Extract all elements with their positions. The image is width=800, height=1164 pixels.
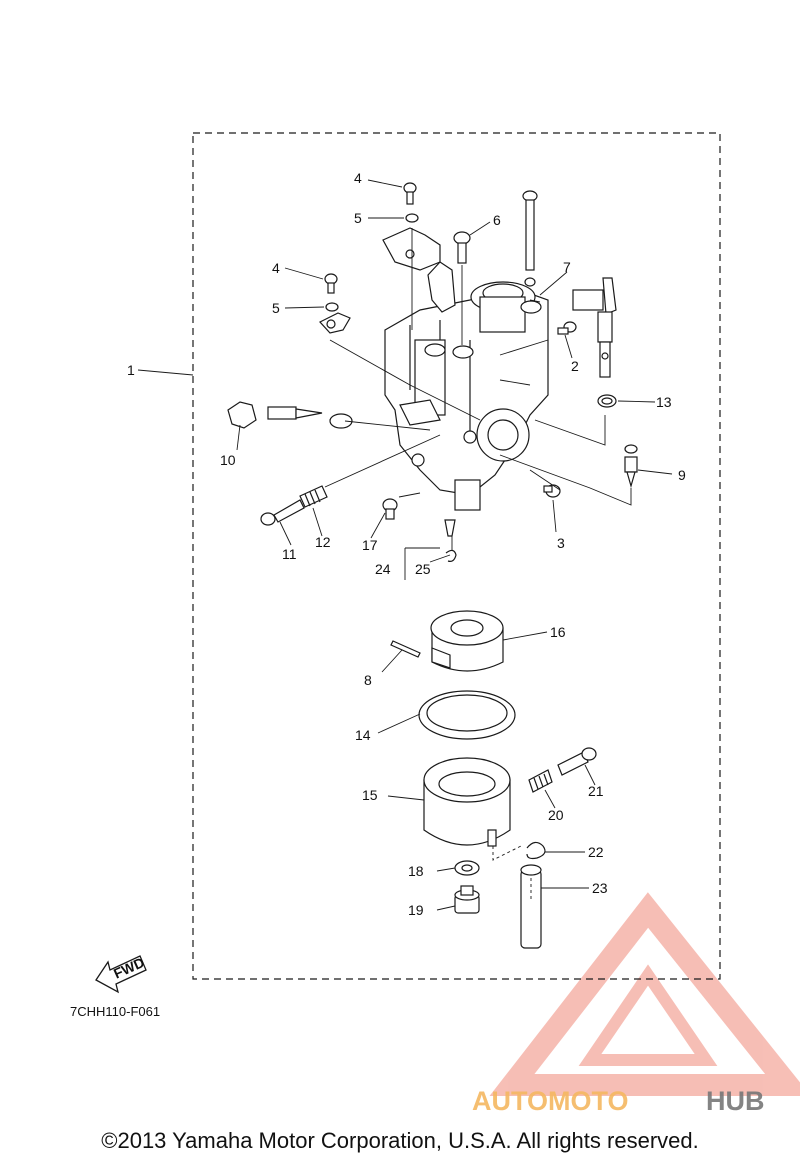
- pilot-screw-9: [624, 444, 638, 489]
- callout-20: 20: [548, 807, 564, 823]
- callout-labels: 1 2 3 4 4 5 5 6 7 8 9 10 11 12 13 14 15 …: [127, 170, 686, 918]
- callout-4-upper: 4: [354, 170, 362, 186]
- callout-13: 13: [656, 394, 672, 410]
- watermark-text-part2: HUB: [706, 1086, 765, 1116]
- assembly-lines-upper: [324, 228, 632, 580]
- lever-plate: [319, 312, 351, 334]
- needle-jet-24: [444, 519, 456, 537]
- callout-8: 8: [364, 672, 372, 688]
- screw-2: [557, 321, 577, 335]
- screw-3: [543, 484, 561, 498]
- clip-22: [526, 841, 546, 860]
- callout-7: 7: [563, 259, 571, 275]
- choke-lever: [427, 261, 456, 313]
- callout-5-lower: 5: [272, 300, 280, 316]
- float-16: [430, 610, 504, 672]
- screw-4-lower: [324, 273, 338, 294]
- callout-18: 18: [408, 863, 424, 879]
- washer-18: [454, 860, 480, 876]
- callout-23: 23: [592, 880, 608, 896]
- copyright-notice: ©2013 Yamaha Motor Corporation, U.S.A. A…: [101, 1128, 699, 1153]
- long-screw-7: [522, 190, 538, 287]
- callout-24: 24: [375, 561, 391, 577]
- screw-21: [557, 747, 597, 776]
- callout-19: 19: [408, 902, 424, 918]
- spring-20: [528, 769, 553, 793]
- callout-6: 6: [493, 212, 501, 228]
- drain-tube-23: [520, 864, 542, 949]
- idle-adjuster-10: [227, 401, 353, 429]
- watermark-text-part1: AUTOMOTO: [472, 1086, 629, 1116]
- throttle-valve-assembly: [572, 277, 617, 378]
- carburetor-body: [384, 281, 549, 511]
- main-jet-17: [382, 498, 398, 520]
- throttle-stop-screw-11: [260, 499, 305, 526]
- callout-17: 17: [362, 537, 378, 553]
- float-bowl-15: [423, 757, 511, 847]
- washer-5-lower: [325, 302, 339, 312]
- callout-3: 3: [557, 535, 565, 551]
- float-pin-8: [390, 640, 421, 658]
- callout-10: 10: [220, 452, 236, 468]
- assembly-lines-lower: [492, 845, 532, 900]
- callout-2: 2: [571, 358, 579, 374]
- watermark-logo: [489, 892, 800, 1096]
- washer-5-upper: [405, 213, 419, 223]
- callout-22: 22: [588, 844, 604, 860]
- drain-bolt-19: [454, 885, 480, 914]
- callout-9: 9: [678, 467, 686, 483]
- callout-15: 15: [362, 787, 378, 803]
- callout-leaders: [137, 179, 673, 911]
- callout-21: 21: [588, 783, 604, 799]
- figure-code: 7CHH110-F061: [70, 1004, 161, 1019]
- callout-11: 11: [282, 546, 297, 562]
- spring-12: [299, 485, 328, 508]
- callout-1: 1: [127, 362, 135, 378]
- callout-5-upper: 5: [354, 210, 362, 226]
- callout-25: 25: [415, 561, 431, 577]
- clip-25: [445, 549, 457, 562]
- gasket-14: [418, 690, 516, 740]
- callout-12: 12: [315, 534, 331, 550]
- screw-6: [453, 231, 471, 264]
- screw-4-upper: [403, 182, 417, 205]
- fwd-arrow-icon: FWD: [95, 954, 147, 994]
- watermark-text: AUTOMOTO HUB: [472, 1086, 765, 1116]
- callout-14: 14: [355, 727, 371, 743]
- callout-4-lower: 4: [272, 260, 280, 276]
- assembly-frame: [192, 132, 721, 980]
- callout-16: 16: [550, 624, 566, 640]
- choke-bracket: [382, 227, 441, 271]
- o-ring-13: [597, 394, 617, 408]
